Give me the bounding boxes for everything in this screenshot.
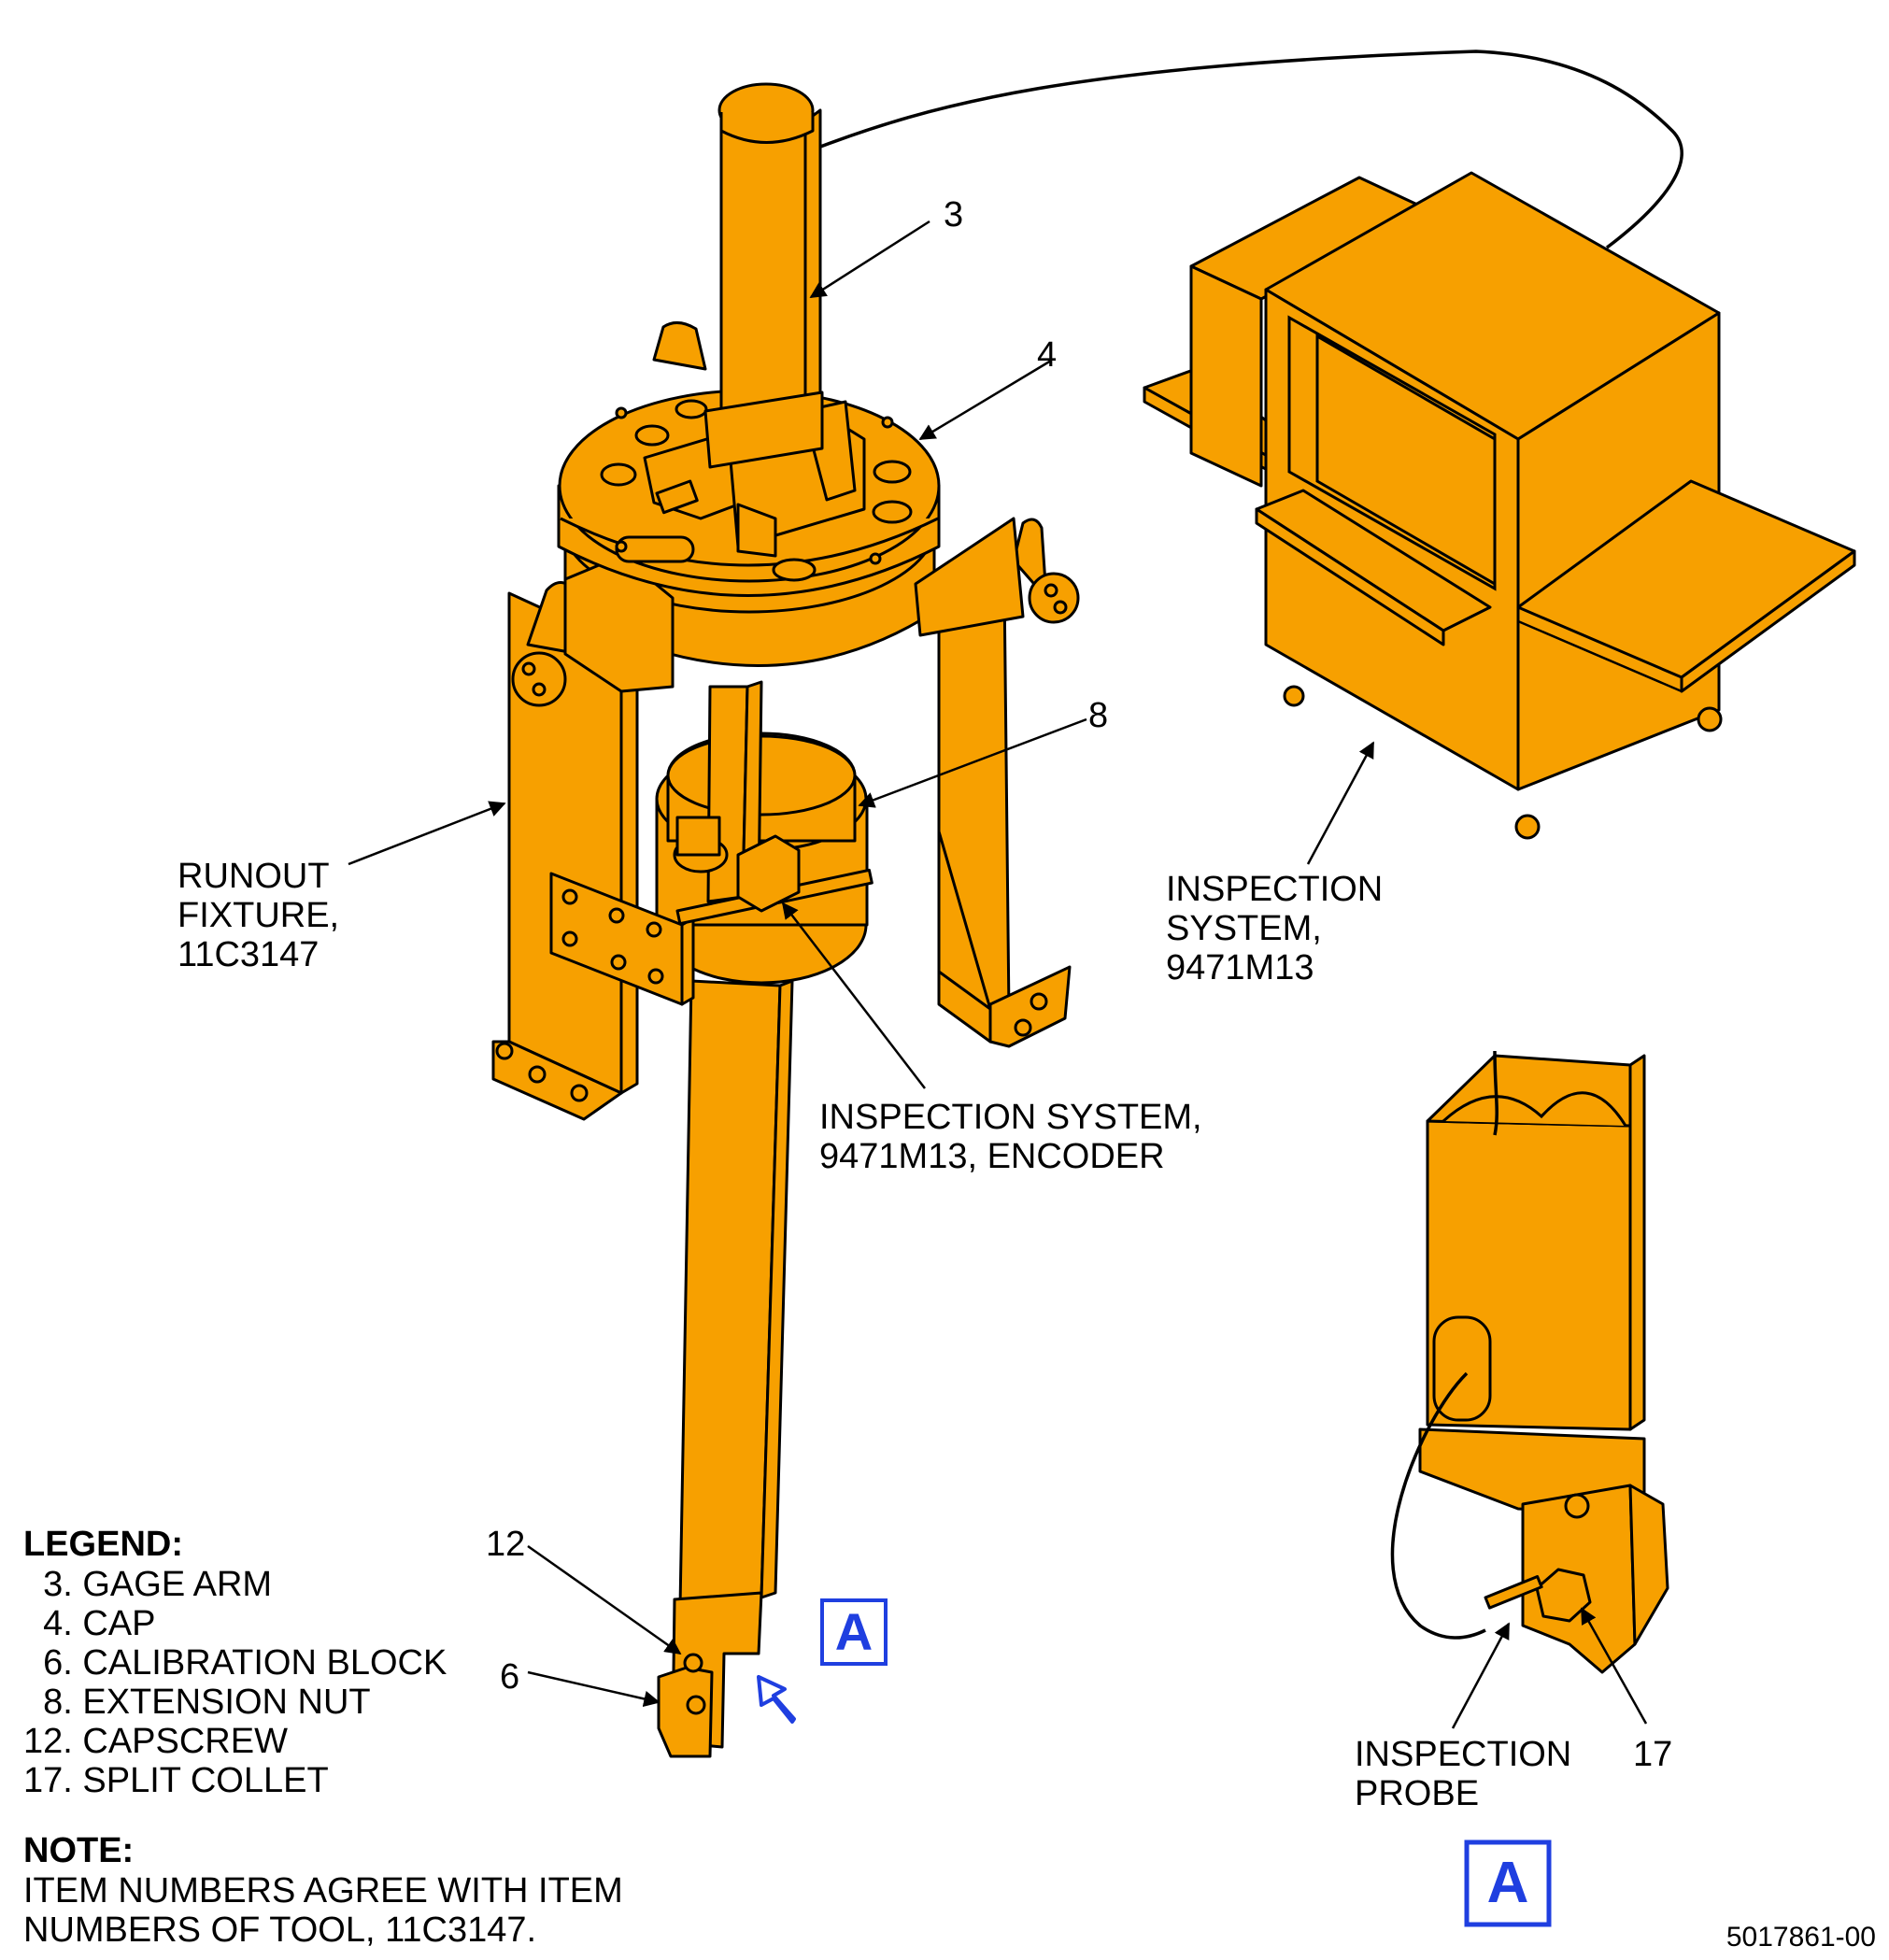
svg-text:FIXTURE,: FIXTURE, [178,896,339,935]
svg-text:A: A [1487,1851,1529,1915]
inspection-system-cabinet [1143,171,1856,840]
svg-text:A: A [835,1602,873,1661]
svg-text:PROBE: PROBE [1355,1774,1479,1813]
callout-17: 17 [1633,1735,1672,1774]
svg-text:SYSTEM,: SYSTEM, [1166,909,1322,948]
detail-view-label-box: A [1464,1839,1552,1927]
probe-cable [1390,1050,1498,1640]
svg-text:INSPECTION SYSTEM,: INSPECTION SYSTEM, [819,1098,1202,1137]
svg-text:INSPECTION: INSPECTION [1166,870,1383,909]
detail-ref-box: A [820,1598,888,1666]
svg-text:ITEM NUMBERS AGREE WITH ITEM: ITEM NUMBERS AGREE WITH ITEM [23,1871,623,1910]
svg-text:INSPECTION: INSPECTION [1355,1735,1571,1774]
svg-text:LEGEND:: LEGEND: [23,1525,183,1564]
callout-8: 8 [1088,696,1108,735]
inspection-system-label: INSPECTION SYSTEM, 9471M13 [1166,870,1383,987]
svg-text:NUMBERS OF TOOL, 11C3147.: NUMBERS OF TOOL, 11C3147. [23,1910,536,1950]
encoder-label: INSPECTION SYSTEM, 9471M13, ENCODER [819,1098,1202,1176]
encoder [736,834,801,913]
svg-text:11C3147: 11C3147 [178,935,319,974]
svg-text:9471M13, ENCODER: 9471M13, ENCODER [819,1137,1165,1176]
view-direction-arrow [757,1675,796,1724]
calibration-block [657,1666,714,1758]
svg-text:8. EXTENSION NUT: 8. EXTENSION NUT [23,1683,371,1722]
callout-4: 4 [1037,335,1057,375]
capscrew [683,1653,703,1673]
runout-fixture-label: RUNOUT FIXTURE, 11C3147 [178,857,339,974]
svg-text:4. CAP: 4. CAP [23,1604,156,1643]
svg-text:17. SPLIT COLLET: 17. SPLIT COLLET [23,1761,329,1800]
callout-6: 6 [500,1657,519,1697]
detail-a-view [1390,1050,1669,1674]
svg-text:12. CAPSCREW: 12. CAPSCREW [23,1722,288,1761]
svg-text:6. CALIBRATION BLOCK: 6. CALIBRATION BLOCK [23,1643,447,1683]
gage-arm [719,120,807,422]
svg-text:3. GAGE ARM: 3. GAGE ARM [23,1565,272,1604]
runout-fixture [491,82,1080,1758]
inspection-cable [807,50,1683,249]
callout-12: 12 [486,1525,525,1564]
svg-text:NOTE:: NOTE: [23,1831,134,1870]
svg-text:9471M13: 9471M13 [1166,948,1314,987]
callout-3: 3 [944,195,963,234]
split-collet [1535,1568,1592,1623]
svg-text:RUNOUT: RUNOUT [178,857,330,896]
figure-id: 5017861-00 [1726,1922,1876,1953]
legend: LEGEND: 3. GAGE ARM 4. CAP 6. CALIBRATIO… [23,1525,447,1800]
inspection-probe-label: INSPECTION PROBE [1355,1735,1571,1813]
note: NOTE: ITEM NUMBERS AGREE WITH ITEM NUMBE… [23,1831,623,1950]
